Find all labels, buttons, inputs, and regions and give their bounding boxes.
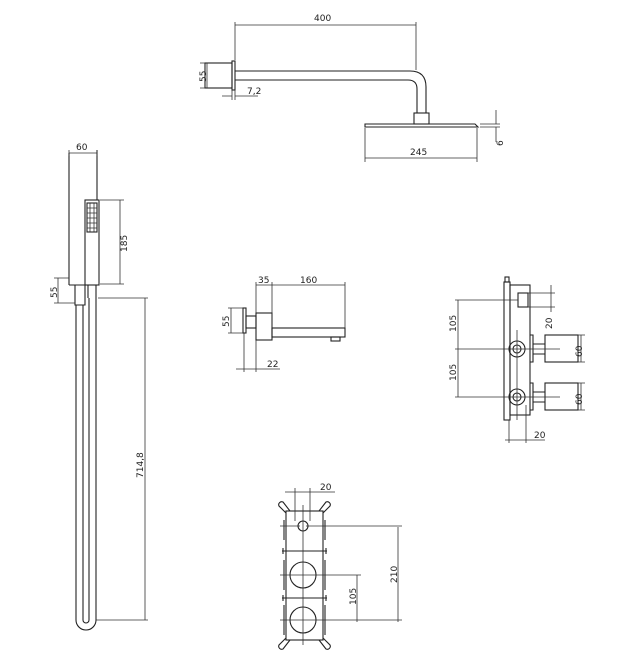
wall-flange [204, 62, 233, 89]
spout-stem [245, 315, 257, 329]
valve-front-view: 20 210 105 [278, 483, 402, 650]
dim-55-holder: 55 [50, 287, 60, 298]
valve-box [285, 510, 324, 641]
shower-head [364, 123, 480, 128]
hand-shower-view: 60 185 55 714,8 [50, 143, 148, 631]
spout-body [271, 327, 346, 338]
dim-35: 35 [258, 276, 269, 286]
shower-arm [235, 70, 427, 113]
dim-20-front: 20 [320, 483, 332, 493]
knob-stems [530, 334, 545, 411]
plate-tab [504, 276, 510, 283]
dim-60: 60 [76, 143, 88, 153]
dim-60-top: 60 [575, 345, 585, 357]
valve-front-dimension-lines [280, 488, 402, 645]
mounting-ears [278, 501, 331, 650]
shower-arm-view: 400 245 7,2 55 6 [199, 14, 506, 162]
valve-side-dimension-lines [455, 285, 585, 443]
dim-185: 185 [120, 235, 130, 252]
dim-22: 22 [267, 360, 278, 370]
dim-105-front: 105 [349, 588, 359, 605]
handset-grille [86, 202, 98, 233]
wall-holder [69, 284, 97, 306]
dim-55-arm: 55 [199, 71, 209, 82]
dim-210: 210 [390, 566, 400, 583]
dim-20-outlet: 20 [545, 317, 555, 329]
box-details [282, 520, 327, 635]
valve-body [509, 284, 531, 416]
dim-7-2: 7,2 [247, 87, 261, 97]
dim-105-top: 105 [449, 315, 459, 332]
dim-160: 160 [300, 276, 317, 286]
dim-400: 400 [314, 14, 331, 24]
arm-dimension-lines [200, 22, 500, 162]
dim-20-depth: 20 [534, 431, 546, 441]
dim-55-spout: 55 [222, 316, 232, 327]
dim-6: 6 [496, 140, 506, 146]
dim-714-8: 714,8 [136, 452, 146, 478]
grille-mesh [87, 203, 97, 232]
hose [75, 298, 97, 631]
arm-nut [413, 112, 430, 125]
knob-bottom [544, 382, 579, 411]
valve-outlet [517, 292, 529, 308]
valve-side-view: 105 105 20 60 60 20 [449, 276, 585, 443]
dim-245: 245 [410, 148, 427, 158]
dim-60-bottom: 60 [575, 393, 585, 405]
spout-dimension-lines [228, 282, 346, 372]
dim-105-bottom: 105 [449, 364, 459, 381]
hand-shower-dimension-lines [54, 150, 148, 621]
handset [84, 199, 100, 286]
spout-view: 35 160 55 22 [222, 276, 346, 372]
spout-base [255, 312, 273, 341]
aerator [330, 336, 341, 342]
knob-top [544, 334, 579, 363]
flange-plate [231, 60, 236, 91]
bracket-outline [68, 150, 98, 285]
